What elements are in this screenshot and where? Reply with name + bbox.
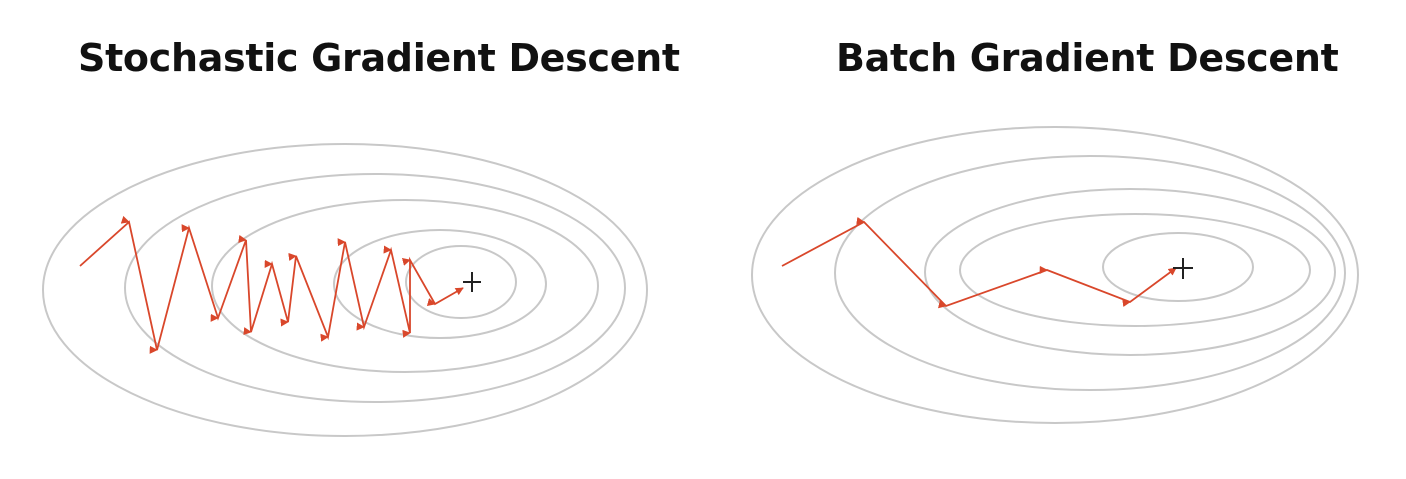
sgd-contour-3 [212, 200, 598, 372]
sgd-contour-1 [43, 144, 647, 436]
bgd-optimum-marker [1173, 258, 1193, 279]
sgd-contours [43, 144, 647, 436]
bgd-contour-4 [960, 214, 1310, 326]
sgd-optimum-marker [463, 272, 481, 292]
bgd-contours [752, 127, 1358, 423]
bgd-path [782, 222, 1176, 306]
bgd-contour-1 [752, 127, 1358, 423]
sgd-contour-2 [125, 174, 625, 402]
